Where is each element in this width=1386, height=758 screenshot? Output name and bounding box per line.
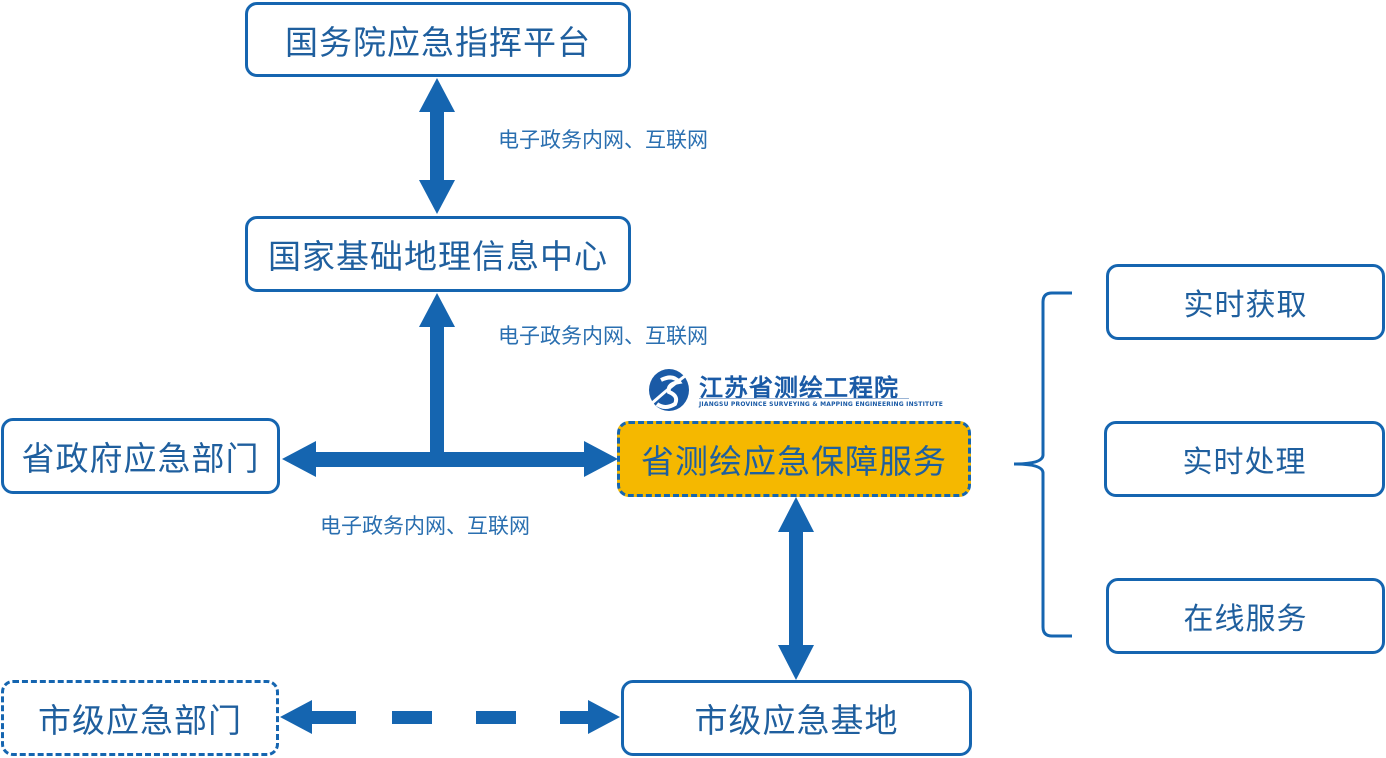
- logo: 江苏省测绘工程院 JIANGSU PROVINCE SURVEYING & MA…: [643, 366, 943, 414]
- service-online[interactable]: 在线服务: [1106, 578, 1385, 654]
- edge-label-middle: 电子政务内网、互联网: [498, 324, 708, 348]
- edge-label-bottom: 电子政务内网、互联网: [320, 514, 530, 538]
- edge-label-top: 电子政务内网、互联网: [498, 128, 708, 152]
- node-provincial-gov[interactable]: 省政府应急部门: [1, 418, 280, 494]
- logo-title: 江苏省测绘工程院: [699, 374, 899, 402]
- node-national-geo-center-label: 国家基础地理信息中心: [268, 237, 608, 276]
- service-realtime-acquisition[interactable]: 实时获取: [1106, 264, 1385, 340]
- arrow-service-citybase: [778, 497, 814, 680]
- node-city-base-label: 市级应急基地: [694, 701, 899, 740]
- logo-divider: [699, 398, 909, 399]
- service-realtime-processing-label: 实时处理: [1182, 445, 1307, 480]
- node-national-geo-center[interactable]: 国家基础地理信息中心: [245, 216, 631, 292]
- node-provincial-survey-service-label: 省测绘应急保障服务: [641, 442, 947, 481]
- curly-brace: [1013, 291, 1072, 638]
- node-provincial-survey-service[interactable]: 省测绘应急保障服务: [617, 421, 971, 497]
- node-provincial-gov-label: 省政府应急部门: [21, 439, 260, 478]
- service-online-label: 在线服务: [1183, 602, 1308, 637]
- node-city-base[interactable]: 市级应急基地: [621, 680, 972, 756]
- logo-subtitle: JIANGSU PROVINCE SURVEYING & MAPPING ENG…: [699, 401, 943, 408]
- service-realtime-acquisition-label: 实时获取: [1183, 288, 1308, 323]
- arrow-gov-service: [282, 441, 618, 477]
- arrow-state-national: [419, 78, 455, 214]
- arrow-up-national: [419, 293, 455, 460]
- node-city-dept-label: 市级应急部门: [38, 701, 242, 740]
- node-city-dept[interactable]: 市级应急部门: [1, 680, 279, 756]
- node-state-council[interactable]: 国务院应急指挥平台: [245, 2, 631, 77]
- dashed-arrow-citydept-citybase: [280, 700, 620, 734]
- service-realtime-processing[interactable]: 实时处理: [1104, 421, 1385, 497]
- node-state-council-label: 国务院应急指挥平台: [285, 22, 591, 62]
- logo-emblem-icon: [649, 368, 694, 411]
